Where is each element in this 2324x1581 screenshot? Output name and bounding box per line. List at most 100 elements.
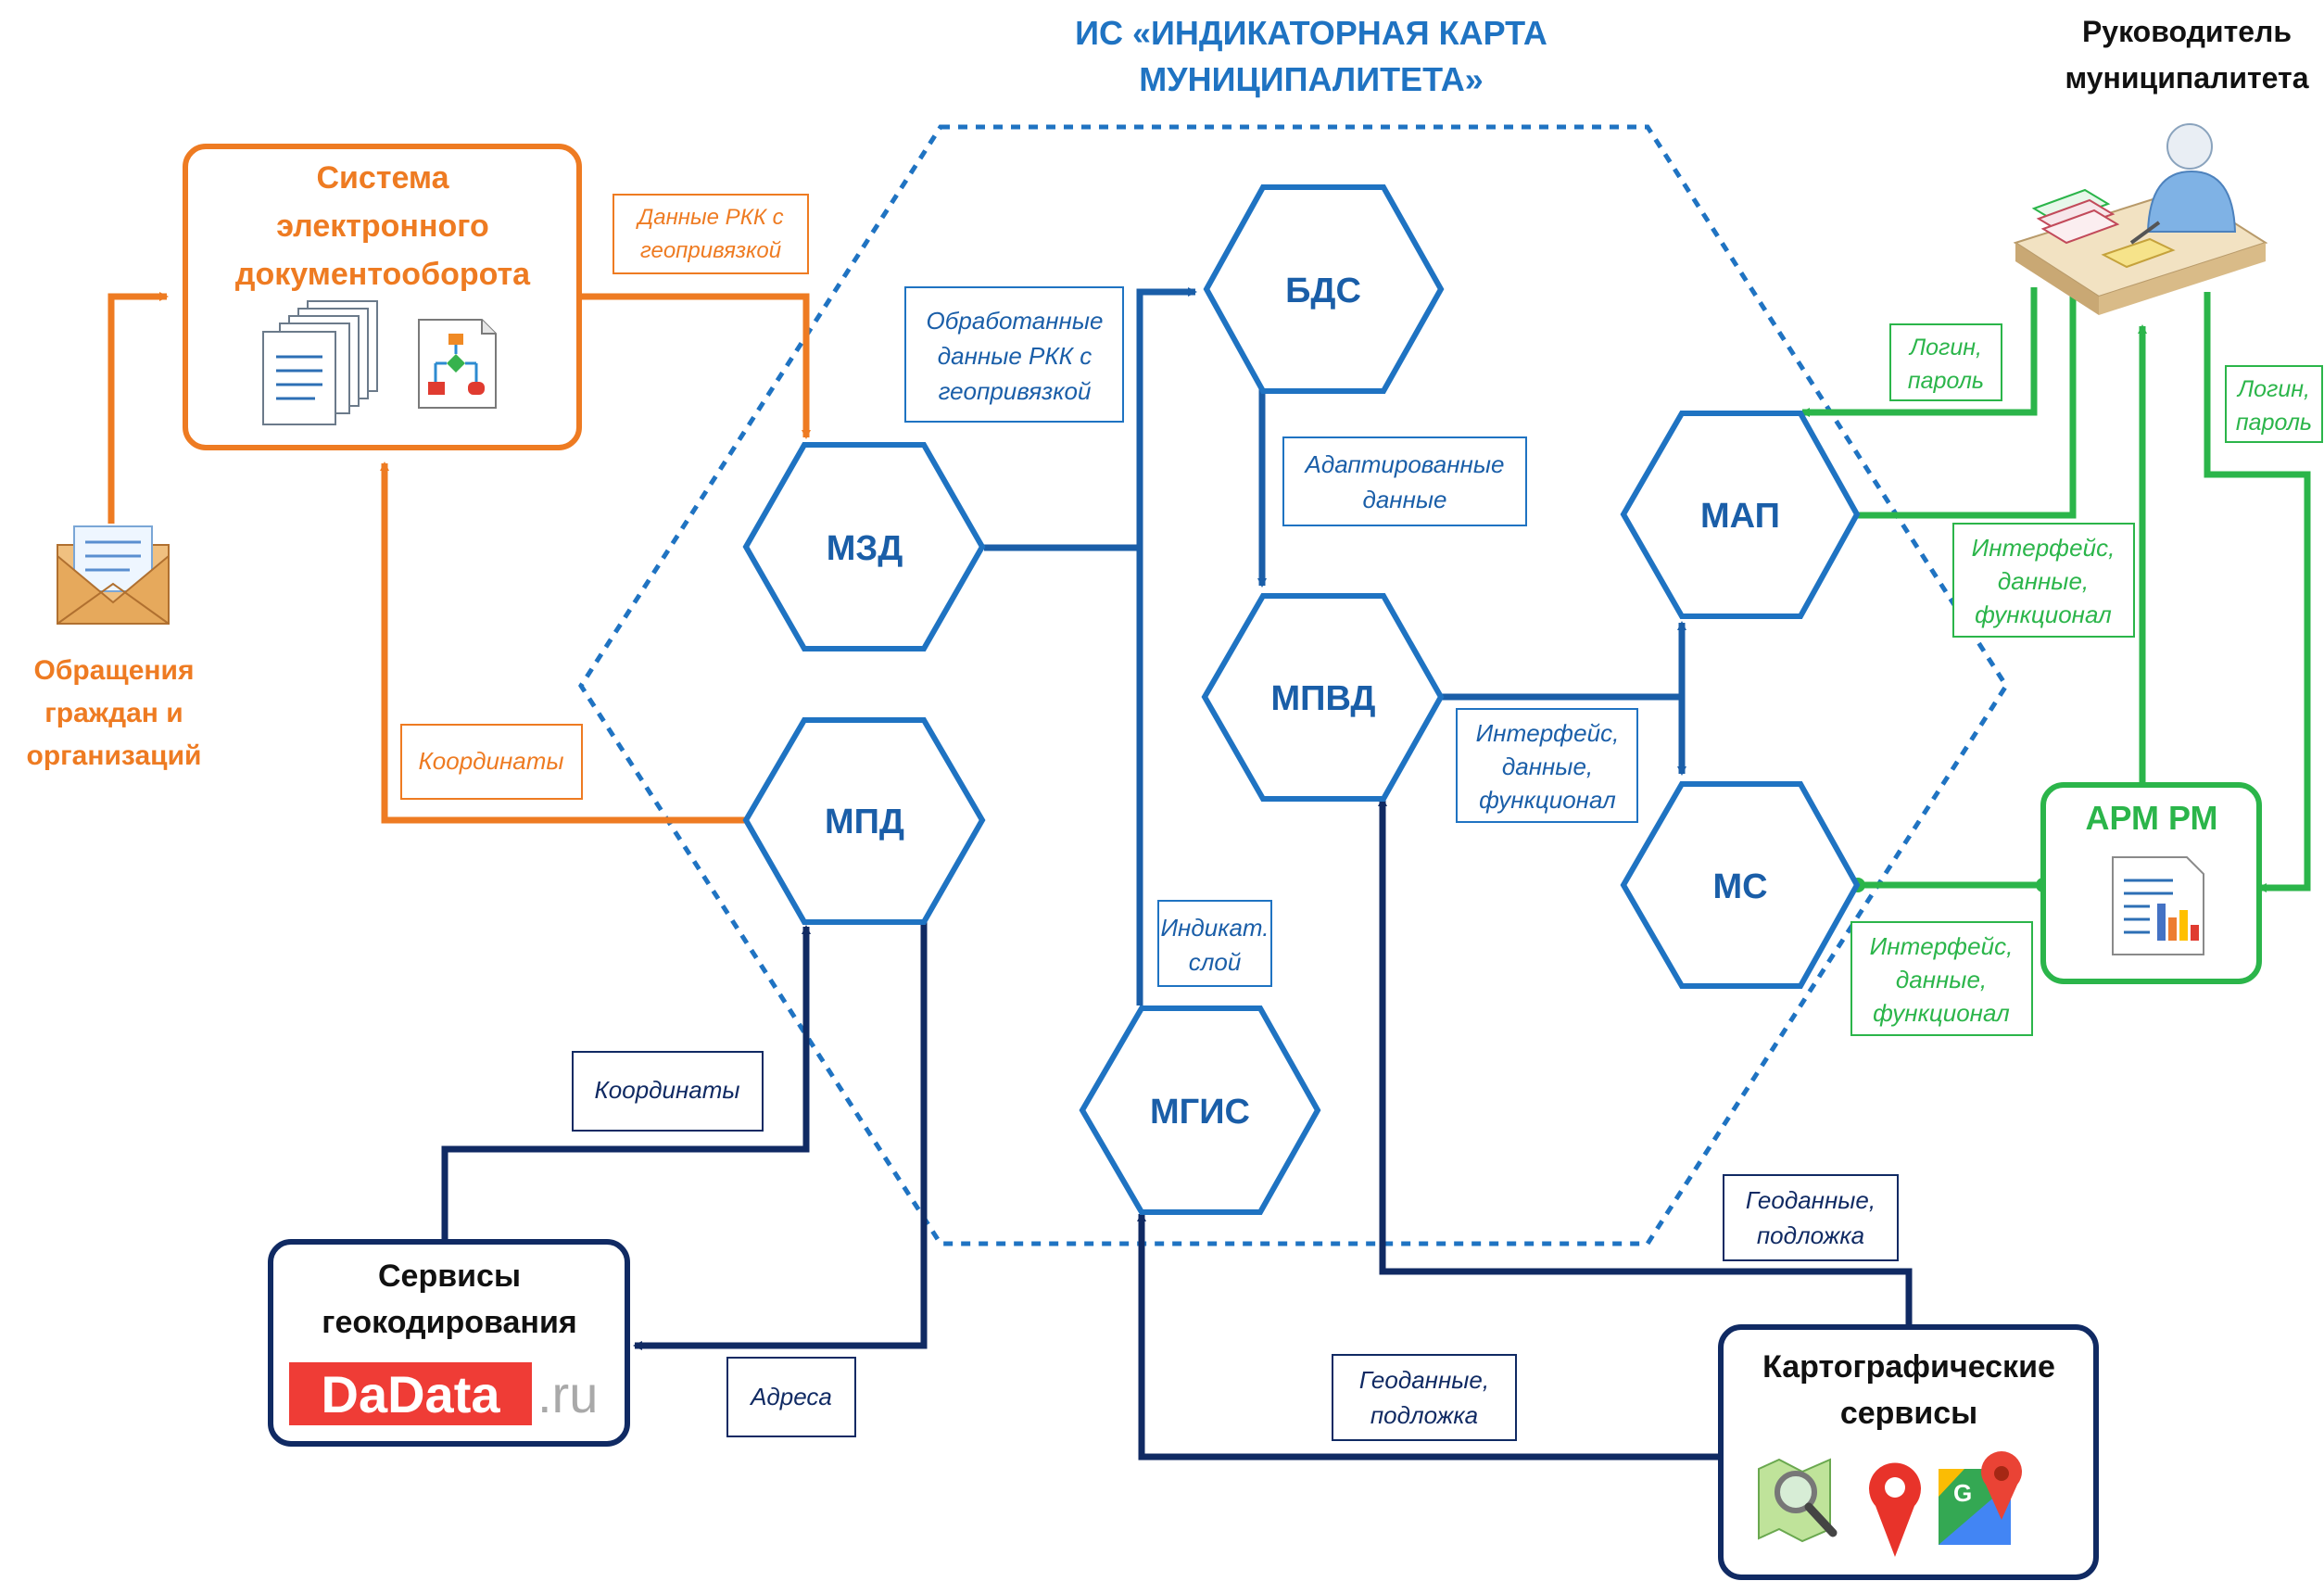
sed-title-line3: документооборота — [235, 257, 531, 292]
label-iface-green-ms-line3: функционал — [1873, 999, 2010, 1027]
module-bds[interactable]: БДС — [1203, 184, 1445, 394]
label-adapted-line1: Адаптированные — [1304, 450, 1505, 478]
dadata-tld: .ru — [537, 1365, 598, 1423]
label-rkk-geo-line2: геопривязкой — [640, 238, 781, 263]
sed-title-line1: Система — [316, 160, 449, 196]
appeals-to-sed-arrow — [107, 292, 169, 524]
module-mpvd[interactable]: МПВД — [1201, 593, 1445, 802]
label-coords-orange-text: Координаты — [418, 747, 563, 775]
module-mgis-label: МГИС — [1150, 1093, 1250, 1132]
module-ms[interactable]: МС — [1620, 781, 1861, 989]
label-iface-green-map-line1: Интерфейс, — [1972, 534, 2116, 562]
module-map[interactable]: МАП — [1620, 411, 1861, 619]
label-login-1: Логин, пароль — [1889, 323, 2002, 401]
label-coords-orange: Координаты — [400, 724, 583, 800]
module-bds-label: БДС — [1285, 272, 1361, 310]
head-to-map-arrow — [1800, 287, 2038, 417]
municipal-head: Руководитель муниципалитета — [2013, 15, 2309, 315]
label-iface-blue-line1: Интерфейс, — [1476, 719, 1620, 747]
label-geodata-1-line2: подложка — [1757, 1221, 1864, 1249]
appeals-line1: Обращения — [34, 655, 195, 686]
geocoding-services-box[interactable]: Сервисы геокодирования DaData .ru — [268, 1239, 630, 1447]
external-connectors — [441, 797, 1913, 1461]
geocoding-to-mpd-arrow — [441, 925, 811, 1242]
head-title-line2: муниципалитета — [2065, 61, 2308, 95]
user-connectors — [1800, 278, 2311, 892]
label-processed-rkk: Обработанные данные РКК с геопривязкой — [904, 286, 1124, 423]
label-addresses-text: Адреса — [749, 1383, 832, 1410]
label-iface-green-map: Интерфейс, данные, функционал — [1952, 523, 2135, 638]
arm-rm-box[interactable]: АРМ РМ — [2040, 782, 2262, 984]
label-login-2: Логин, пароль — [2225, 365, 2323, 443]
dadata-brand: DaData — [322, 1365, 501, 1423]
sed-to-mzd-arrow — [579, 293, 811, 439]
head-to-arm-arrow — [2204, 292, 2311, 892]
appeals-line3: организаций — [27, 740, 202, 771]
carto-to-mgis-arrow — [1137, 1212, 1721, 1461]
report-icon — [2112, 856, 2204, 955]
carto-title-line2: сервисы — [1840, 1396, 1977, 1431]
module-mpd[interactable]: МПД — [742, 717, 986, 925]
label-rkk-geo: Данные РКК с геопривязкой — [613, 194, 809, 274]
citizen-appeals: Обращения граждан и организаций — [27, 525, 202, 771]
arm-rm-title: АРМ РМ — [2085, 799, 2217, 837]
documents-icon — [262, 300, 378, 425]
label-processed-rkk-line1: Обработанные — [927, 307, 1104, 335]
map-magnifier-icon — [1758, 1458, 1838, 1543]
label-addresses: Адреса — [726, 1357, 856, 1437]
system-boundary — [578, 124, 2009, 1246]
map-to-head-arrow — [1853, 278, 2078, 519]
label-geodata-2-line2: подложка — [1370, 1401, 1478, 1429]
label-geodata-1-line1: Геоданные, — [1746, 1186, 1876, 1214]
carto-to-mpvd-arrow — [1378, 797, 1913, 1327]
label-indicator-layer: Индикат. слой — [1157, 900, 1272, 987]
geocoding-title-line2: геокодирования — [322, 1305, 576, 1340]
label-iface-green-ms-line1: Интерфейс, — [1870, 932, 2014, 960]
sed-title-line2: электронного — [276, 209, 489, 244]
mpd-to-geocoding-arrow — [633, 922, 928, 1350]
label-iface-blue: Интерфейс, данные, функционал — [1456, 708, 1638, 823]
module-map-label: МАП — [1700, 497, 1780, 536]
label-iface-green-ms-line2: данные, — [1896, 966, 1987, 993]
svg-text:G: G — [1953, 1479, 1972, 1507]
module-mpvd-label: МПВД — [1271, 679, 1376, 718]
dadata-logo: DaData .ru — [289, 1362, 598, 1425]
label-adapted-data: Адаптированные данные — [1282, 436, 1527, 526]
system-title-line2: МУНИЦИПАЛИТЕТА» — [1139, 60, 1484, 98]
system-title-line1: ИС «ИНДИКАТОРНАЯ КАРТА — [1075, 14, 1547, 52]
yandex-pin-icon — [1869, 1462, 1921, 1557]
module-mzd[interactable]: МЗД — [742, 442, 986, 651]
label-iface-blue-line2: данные, — [1502, 753, 1593, 780]
module-mpd-label: МПД — [825, 803, 904, 841]
flowchart-icon — [418, 319, 497, 409]
label-coords-navy: Координаты — [572, 1051, 764, 1132]
system-title: ИС «ИНДИКАТОРНАЯ КАРТА МУНИЦИПАЛИТЕТА» — [1075, 14, 1547, 98]
google-maps-icon: G — [1939, 1451, 2022, 1545]
internal-connectors — [984, 287, 1686, 1006]
appeals-line2: граждан и — [44, 698, 183, 728]
mpd-to-sed-arrow — [380, 462, 746, 824]
label-login-2-line2: пароль — [2236, 410, 2312, 436]
manager-at-desk-icon — [2013, 123, 2268, 315]
label-geodata-1: Геоданные, подложка — [1723, 1174, 1899, 1261]
label-geodata-2: Геоданные, подложка — [1332, 1354, 1517, 1441]
module-ms-label: МС — [1712, 867, 1767, 906]
label-rkk-geo-line1: Данные РКК с — [635, 205, 783, 230]
carto-title-line1: Картографические — [1762, 1349, 2055, 1385]
label-processed-rkk-line2: данные РКК с — [938, 342, 1092, 370]
label-login-1-line1: Логин, — [1908, 335, 1982, 360]
envelope-icon — [57, 525, 170, 625]
label-iface-green-ms: Интерфейс, данные, функционал — [1850, 921, 2033, 1036]
label-iface-green-map-line3: функционал — [1975, 601, 2112, 628]
label-indicator-line2: слой — [1189, 948, 1242, 976]
cartographic-services-box[interactable]: Картографические сервисы G — [1718, 1324, 2099, 1580]
sed-system-box[interactable]: Система электронного документооборота — [183, 144, 582, 450]
module-mzd-label: МЗД — [827, 529, 903, 568]
module-mgis[interactable]: МГИС — [1079, 1006, 1321, 1215]
label-adapted-line2: данные — [1362, 486, 1446, 513]
mzd-to-bds-arrow — [984, 287, 1197, 551]
label-indicator-line1: Индикат. — [1160, 914, 1269, 942]
label-processed-rkk-line3: геопривязкой — [939, 377, 1092, 405]
